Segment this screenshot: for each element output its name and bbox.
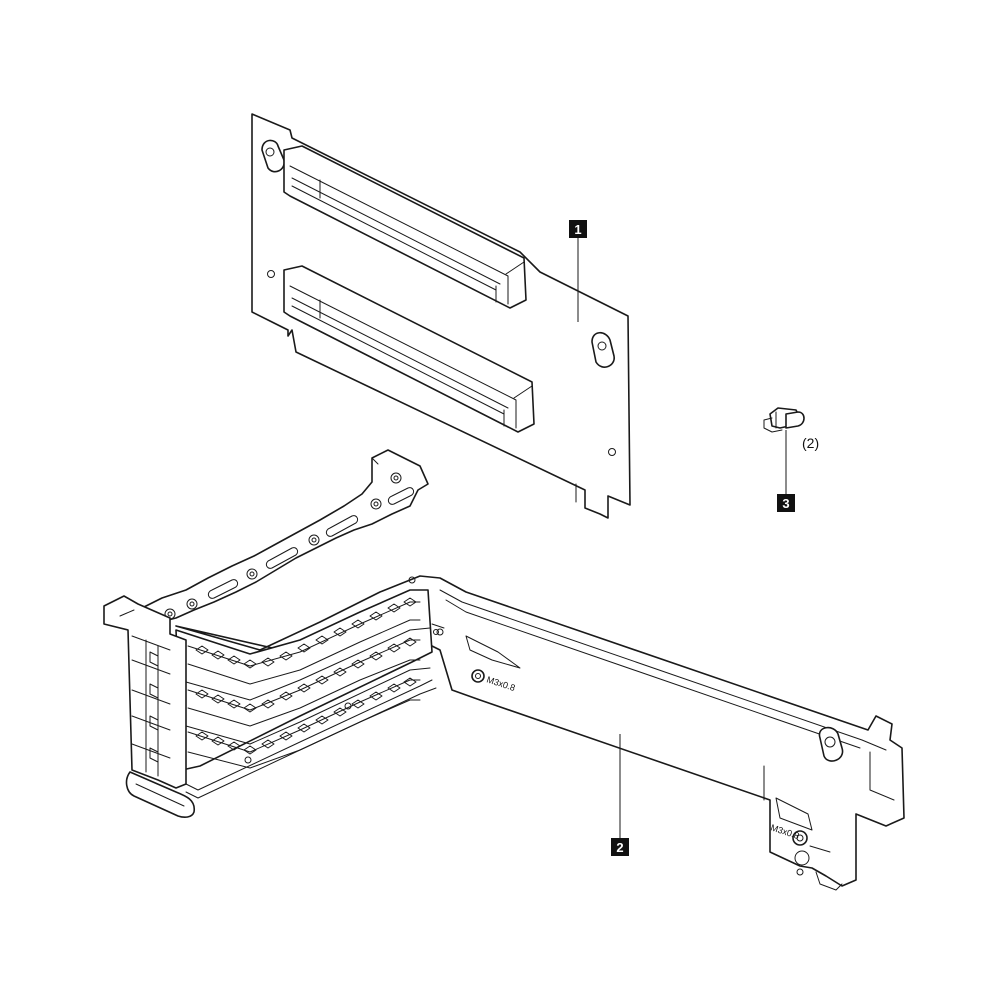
callout-3: 3 (2) <box>777 430 819 512</box>
callout-2: 2 <box>611 734 629 856</box>
upper-pcie-slot <box>283 145 527 309</box>
vent-grid <box>187 601 421 769</box>
lower-pcie-slot <box>283 265 535 433</box>
quantity-note: (2) <box>802 435 819 451</box>
callout-1-label: 1 <box>574 222 581 237</box>
callout-2-label: 2 <box>616 840 623 855</box>
callout-3-label: 3 <box>782 496 789 511</box>
vent-holes <box>195 597 417 755</box>
screw <box>763 407 805 433</box>
callout-1: 1 <box>569 220 587 322</box>
riser-bracket: M3x0.8 M3x0.8 <box>103 449 905 891</box>
riser-card <box>251 113 631 519</box>
